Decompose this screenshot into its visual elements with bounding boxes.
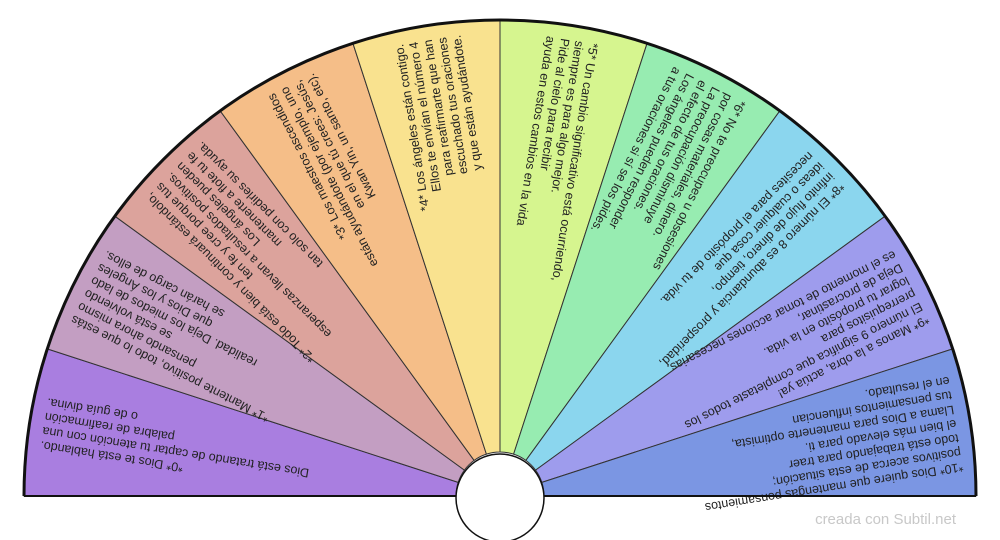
wheel-outer-rim [22, 18, 978, 497]
wheel-slices: *0* Dios te está hablando.Dios está trat… [23, 19, 977, 514]
wheel-center-hub [455, 453, 545, 540]
credit-text: creada con Subtil.net [815, 511, 956, 528]
